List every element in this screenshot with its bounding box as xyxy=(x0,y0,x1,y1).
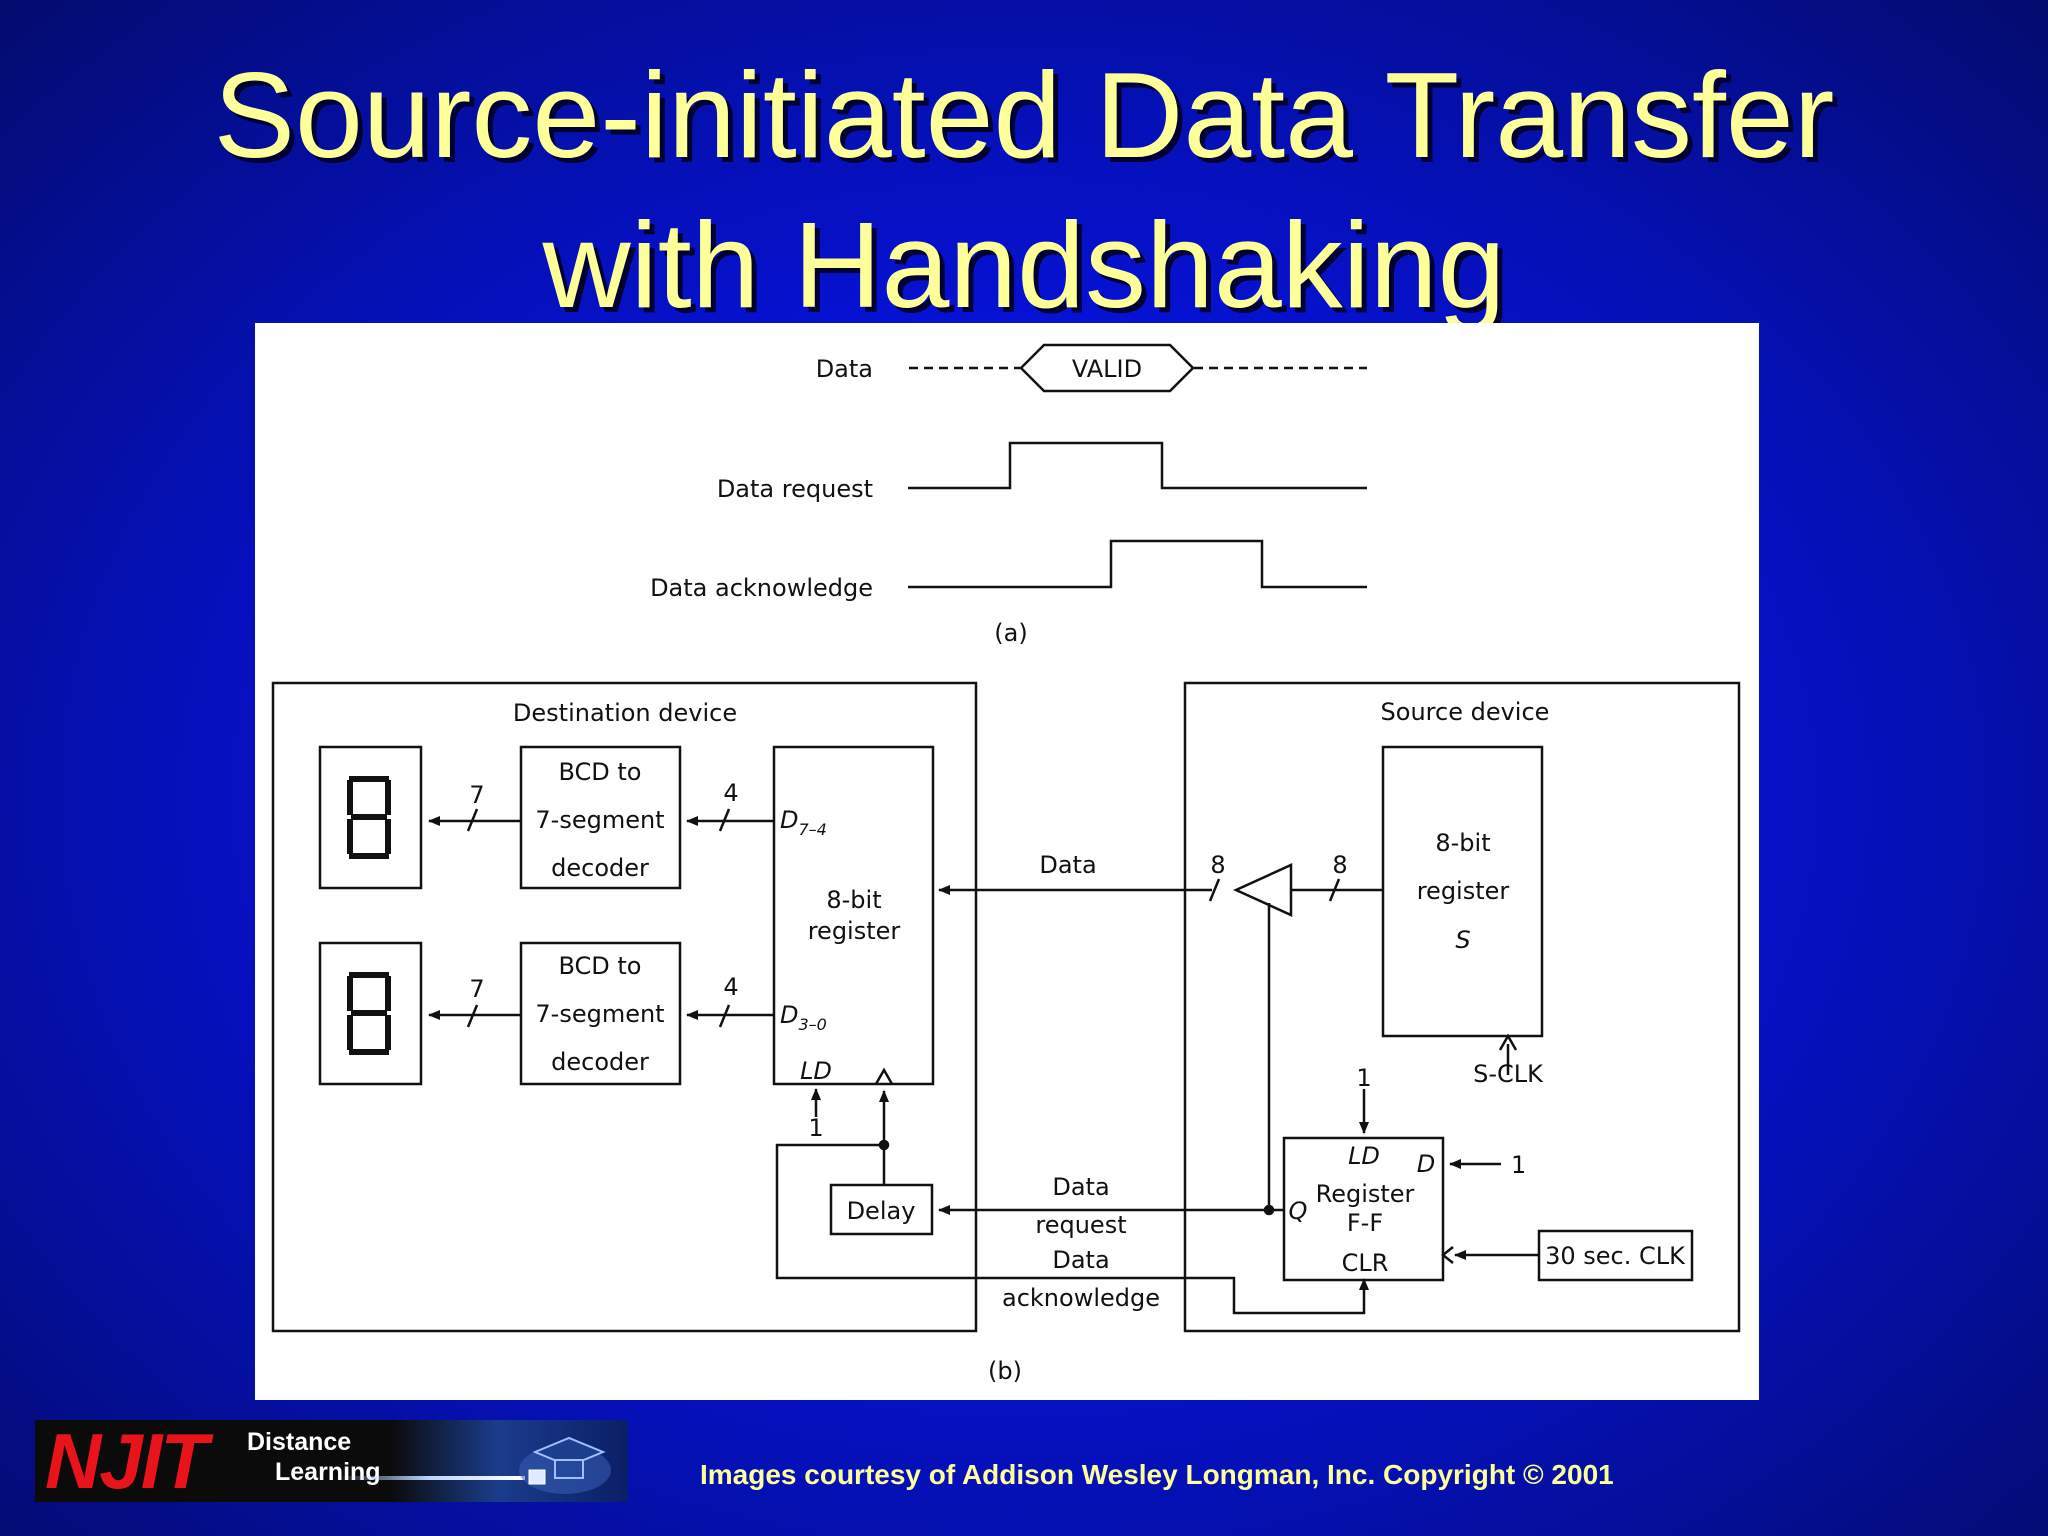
valid-label: VALID xyxy=(1072,355,1142,383)
njit-logo: NJIT Distance Learning xyxy=(35,1420,628,1502)
dest-register-line2: register xyxy=(808,917,901,945)
data-request-waveform xyxy=(908,441,1367,490)
d30-label: D3–0 xyxy=(780,1001,827,1034)
source-register xyxy=(1381,745,1544,1038)
logo-beam xyxy=(335,1476,525,1480)
ff-q-label: Q xyxy=(1289,1197,1308,1225)
bus8-left-label: 8 xyxy=(1210,851,1225,879)
src-register-line1: 8-bit xyxy=(1435,829,1490,857)
logo-brand: NJIT xyxy=(45,1417,208,1505)
decoder-lower-line1: BCD to xyxy=(558,952,641,980)
destination-device-label: Destination device xyxy=(513,699,737,727)
ff-ff-label: F-F xyxy=(1347,1209,1383,1237)
src-register-line2: register xyxy=(1417,877,1510,905)
timing-label-data-acknowledge: Data acknowledge xyxy=(650,574,873,602)
timing-diagram xyxy=(908,343,1367,589)
sclk-triangle xyxy=(1498,1033,1518,1051)
src-register-s: S xyxy=(1455,926,1470,954)
bus4-lower-label: 4 xyxy=(723,973,738,1001)
seven-seg-digit-lower xyxy=(347,972,391,1055)
ff-ld-one-label: 1 xyxy=(1356,1064,1371,1092)
ff-ld-label: LD xyxy=(1348,1142,1380,1170)
bus7-upper-label: 7 xyxy=(469,781,484,809)
timing-label-data-request: Data request xyxy=(717,475,873,503)
seven-seg-display-upper xyxy=(318,745,423,890)
data-request-label-2: request xyxy=(1035,1211,1126,1239)
bus7-lower-label: 7 xyxy=(469,975,484,1003)
decoder-upper xyxy=(519,745,682,890)
caption-b: (b) xyxy=(988,1357,1022,1385)
d74-label: D7–4 xyxy=(780,806,827,839)
title-line-2: with Handshaking xyxy=(542,197,1506,333)
bus4-upper-label: 4 xyxy=(723,779,738,807)
clk30-label: 30 sec. CLK xyxy=(1545,1242,1686,1270)
logo-line-2: Learning xyxy=(275,1458,381,1486)
decoder-upper-line3: decoder xyxy=(551,854,649,882)
bus8-right-slash xyxy=(1328,878,1341,902)
ff-d-label: D xyxy=(1417,1150,1435,1178)
data-ack-label-1: Data xyxy=(1052,1246,1109,1274)
delay-box xyxy=(829,1183,934,1236)
bus7-lower-slash xyxy=(466,1004,479,1028)
graduation-cap-icon xyxy=(519,1436,611,1494)
bus4-lower-slash xyxy=(718,1004,731,1028)
slide-title: Source-initiated Data Transfer with Hand… xyxy=(0,40,2048,340)
data-request-label-1: Data xyxy=(1052,1173,1109,1201)
data-ack-label-2: acknowledge xyxy=(1002,1284,1160,1312)
caption-a: (a) xyxy=(994,619,1027,647)
title-line-1: Source-initiated Data Transfer xyxy=(213,47,1835,183)
decoder-upper-line2: 7-segment xyxy=(535,806,664,834)
decoder-upper-line1: BCD to xyxy=(558,758,641,786)
data-acknowledge-waveform xyxy=(908,539,1367,589)
image-credit: Images courtesy of Addison Wesley Longma… xyxy=(700,1459,1614,1490)
seven-seg-digit-upper xyxy=(347,776,391,859)
dest-register xyxy=(772,745,935,1086)
bus7-upper-slash xyxy=(466,808,479,832)
ld-label: LD xyxy=(800,1057,832,1085)
dest-clock-triangle xyxy=(874,1067,894,1085)
data-bus-label: Data xyxy=(1039,851,1096,879)
seven-seg-display-lower xyxy=(318,941,423,1086)
ff-clock-triangle xyxy=(1440,1246,1454,1264)
bus8-left-slash xyxy=(1208,878,1221,902)
source-device-box xyxy=(1183,681,1741,1333)
register-ff-box xyxy=(1282,1136,1445,1282)
delay-label: Delay xyxy=(847,1197,916,1225)
ff-clr-label: CLR xyxy=(1342,1249,1389,1277)
bus8-right-label: 8 xyxy=(1332,851,1347,879)
clk30-box xyxy=(1537,1229,1694,1282)
diagram-svg: Data VALID Data request Data acknowledge… xyxy=(271,343,1741,1385)
tristate-buffer xyxy=(1232,863,1293,917)
logo-line-1: Distance xyxy=(247,1428,352,1456)
ld-one-label: 1 xyxy=(808,1114,823,1142)
destination-device-box xyxy=(271,681,978,1333)
ff-register-label: Register xyxy=(1316,1180,1415,1208)
dest-register-line1: 8-bit xyxy=(826,886,881,914)
source-device-label: Source device xyxy=(1381,698,1550,726)
timing-label-data: Data xyxy=(816,355,873,383)
bus4-upper-slash xyxy=(718,808,731,832)
data-acknowledge-wire xyxy=(775,1143,1366,1315)
decoder-lower-line3: decoder xyxy=(551,1048,649,1076)
sclk-label: S-CLK xyxy=(1473,1060,1544,1088)
figure-panel: Data VALID Data request Data acknowledge… xyxy=(255,323,1759,1400)
decoder-lower xyxy=(519,941,682,1086)
decoder-lower-line2: 7-segment xyxy=(535,1000,664,1028)
valid-hexagon xyxy=(1019,343,1195,393)
ff-d-one-label: 1 xyxy=(1511,1151,1526,1179)
